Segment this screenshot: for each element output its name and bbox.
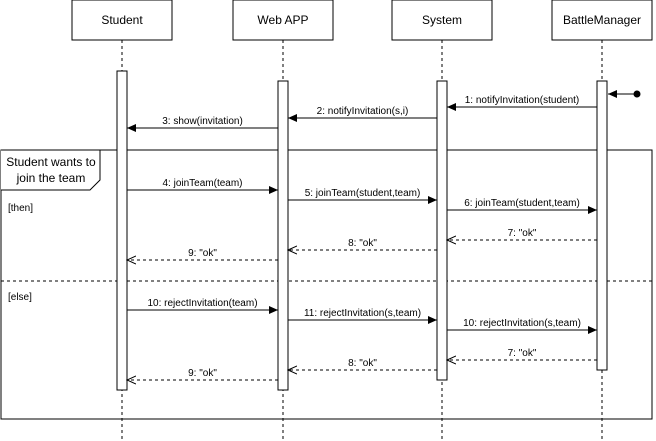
message-7-label: 7: "ok" xyxy=(508,228,537,239)
message-2-label: 2: notifyInvitation(s,i) xyxy=(317,106,409,117)
participant-battlemanager-label: BattleManager xyxy=(563,13,641,27)
message-1-label: 1: notifyInvitation(student) xyxy=(465,95,580,106)
activation-system xyxy=(436,80,448,381)
message-11-label: 11: rejectInvitation(s,team) xyxy=(304,308,421,319)
activations xyxy=(116,70,608,391)
participant-student-box xyxy=(71,0,173,41)
guard-then: [then] xyxy=(8,203,33,214)
messages: 1: notifyInvitation(student) 2: notifyInv… xyxy=(127,95,597,380)
message-10-label: 10: rejectInvitation(team) xyxy=(147,298,257,309)
participant-battlemanager-box xyxy=(551,0,653,41)
found-message-dot xyxy=(633,90,641,98)
message-9-label: 9: "ok" xyxy=(188,248,217,259)
fragment-operator-box xyxy=(1,149,101,191)
participants: Student Web APP System BattleManager xyxy=(71,0,653,41)
activation-student xyxy=(116,70,128,391)
message-14-label: 8: "ok" xyxy=(348,358,377,369)
activation-webapp xyxy=(277,80,289,391)
alt-fragment: Student wants to join the team [then] [e… xyxy=(0,149,653,420)
message-5-label: 5: joinTeam(student,team) xyxy=(305,188,421,199)
message-12-label: 10: rejectInvitation(s,team) xyxy=(463,318,581,329)
message-4-label: 4: joinTeam(team) xyxy=(162,178,242,189)
guard-else: [else] xyxy=(8,292,32,303)
message-13-label: 7: "ok" xyxy=(508,348,537,359)
found-message xyxy=(608,90,641,98)
participant-student-label: Student xyxy=(101,13,143,27)
activation-battlemanager xyxy=(596,80,608,371)
fragment-frame xyxy=(0,149,653,420)
participant-webapp-box xyxy=(232,0,334,41)
participant-system-label: System xyxy=(422,13,462,27)
participant-system-box xyxy=(391,0,493,41)
message-8-label: 8: "ok" xyxy=(348,238,377,249)
fragment-operator-line-1: Student wants to xyxy=(6,155,96,169)
message-6-label: 6: joinTeam(student,team) xyxy=(464,198,580,209)
message-15-label: 9: "ok" xyxy=(188,368,217,379)
message-3-label: 3: show(invitation) xyxy=(162,116,243,127)
participant-webapp-label: Web APP xyxy=(257,13,308,27)
fragment-operator-line-2: join the team xyxy=(16,171,86,185)
